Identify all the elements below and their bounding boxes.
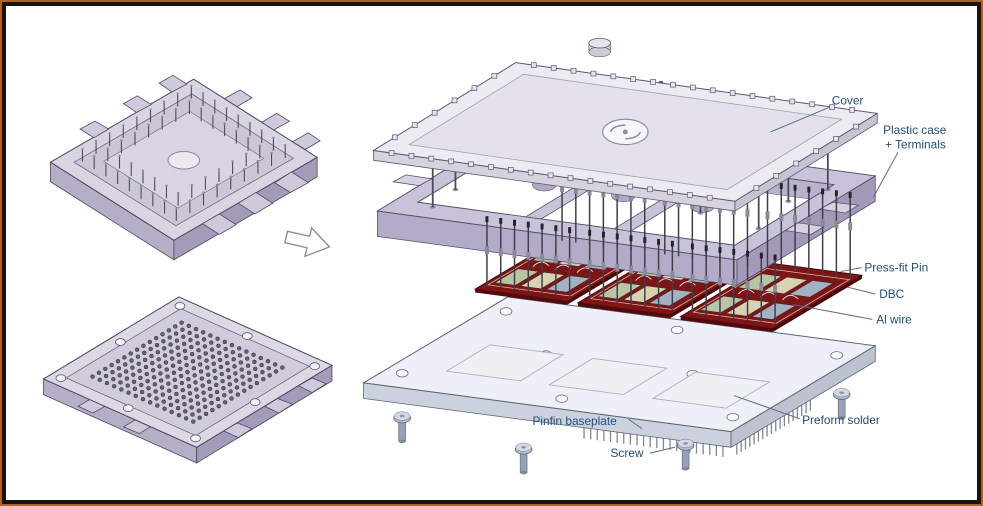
label-dbc: DBC <box>879 288 904 301</box>
assembled-module-bottom-view <box>42 296 334 464</box>
terminal-tab <box>158 74 188 93</box>
leader-screw <box>649 446 675 454</box>
power-module-exploded-diagram: Cover Plastic case + Terminals Press-fit… <box>42 37 947 475</box>
terminal-tab <box>223 89 253 108</box>
leader-pinfin-baseplate <box>628 418 643 430</box>
leader-press-fit-pin <box>840 267 862 273</box>
terminal-tab <box>201 213 237 235</box>
label-press-fit-pin: Press-fit Pin <box>864 262 928 275</box>
arrow-shape <box>284 226 331 258</box>
terminal-tab <box>261 112 291 131</box>
cover-bumps <box>388 62 859 201</box>
exploded-view: Cover Plastic case + Terminals Press-fit… <box>362 37 947 475</box>
label-preform-solder: Preform solder <box>802 414 880 427</box>
top-module-terminals <box>79 74 321 235</box>
cover-part <box>372 37 879 212</box>
preform-solder-sheet <box>651 371 771 409</box>
terminal-tab <box>273 171 310 193</box>
label-pinfin-baseplate: Pinfin baseplate <box>532 415 617 428</box>
leader-cover <box>770 107 830 133</box>
bottom-module-pinfins <box>90 320 285 424</box>
preform-solder-sheets <box>445 344 771 409</box>
label-plastic-case-line2: + Terminals <box>885 139 946 152</box>
cover-port-base <box>588 46 611 58</box>
screws <box>393 388 851 475</box>
cover-logo <box>602 118 649 146</box>
leader-al-wire <box>794 304 873 320</box>
callouts: Cover Plastic case + Terminals Press-fit… <box>532 95 946 460</box>
logo-mark <box>609 124 641 140</box>
terminal-tab <box>391 174 433 187</box>
label-cover: Cover <box>832 95 864 108</box>
cover-port-top <box>588 37 611 49</box>
top-module-pins <box>81 84 287 221</box>
leader-plastic-case <box>872 152 899 198</box>
bottom-module-terminals <box>77 377 327 438</box>
baseplate-pinfin-band <box>583 400 812 457</box>
label-plastic-case-line1: Plastic case <box>883 124 947 137</box>
cover-port <box>588 37 611 58</box>
terminal-tab <box>237 192 274 215</box>
top-module-logo <box>167 150 201 170</box>
preform-solder-sheet <box>445 344 565 382</box>
label-al-wire: Al wire <box>876 313 912 326</box>
terminal-tab <box>122 95 152 113</box>
leader-preform-solder <box>733 395 801 420</box>
terminal-tab <box>79 120 110 139</box>
explode-arrow <box>284 226 331 258</box>
terminal-tab <box>291 132 321 150</box>
preform-solder-sheet <box>547 357 669 396</box>
leader-dbc <box>847 286 876 295</box>
logo-dot <box>622 129 628 135</box>
bottom-module-holes <box>55 302 320 443</box>
label-screw: Screw <box>611 447 644 460</box>
assembled-module-top-view <box>49 74 321 261</box>
